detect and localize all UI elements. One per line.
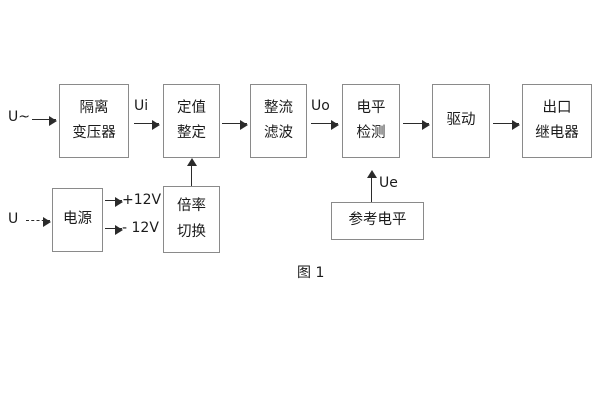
block-reference-level: 参考电平 (331, 202, 424, 240)
block-reference-level-line-1: 参考电平 (348, 212, 407, 229)
block-level-detection-line-1: 电平 (356, 99, 386, 116)
block-rectify-filter-line-2: 滤波 (264, 125, 293, 141)
signal-ui-label: Ui (134, 98, 149, 114)
arrow-input-dc-to-power-supply (26, 216, 51, 227)
arrow-level-detection-to-drive (403, 119, 430, 130)
block-output-relay-line-2: 继电器 (535, 125, 579, 141)
input-ac-label: U~ (8, 109, 30, 125)
figure-caption: 图 1 (297, 265, 325, 281)
block-multiplier-switch-line-2: 切换 (177, 223, 206, 240)
block-setting-value: 定值 整定 (163, 84, 220, 158)
input-dc-label: U (8, 211, 19, 227)
signal-uo-label: Uo (311, 98, 330, 114)
block-isolation-transformer-line-1: 隔离 (79, 99, 109, 116)
arrow-power-supply-negative (105, 224, 123, 235)
block-output-relay-line-1: 出口 (542, 99, 572, 116)
block-multiplier-switch: 倍率 切换 (163, 186, 220, 253)
block-isolation-transformer-line-2: 变压器 (72, 125, 116, 141)
block-setting-value-line-2: 整定 (177, 125, 206, 141)
block-multiplier-switch-line-1: 倍率 (177, 198, 206, 215)
block-power-supply-line-1: 电源 (63, 211, 92, 228)
block-isolation-transformer: 隔离 变压器 (59, 84, 129, 158)
block-output-relay: 出口 继电器 (522, 84, 592, 158)
supply-positive-label: +12V (122, 192, 162, 208)
arrow-input-ac-to-isolation-transformer (32, 115, 57, 126)
block-power-supply: 电源 (52, 188, 103, 252)
block-level-detection: 电平 检测 (342, 84, 400, 158)
arrow-reference-level-to-level-detection (367, 170, 378, 202)
arrow-multiplier-switch-to-setting-value (187, 158, 198, 186)
block-setting-value-line-1: 定值 (177, 99, 206, 116)
arrow-rectify-filter-to-level-detection (311, 119, 339, 130)
arrow-setting-value-to-rectify-filter (222, 119, 248, 130)
arrow-drive-to-output-relay (493, 119, 520, 130)
block-rectify-filter: 整流 滤波 (250, 84, 307, 158)
block-drive-line-1: 驱动 (446, 112, 476, 129)
signal-ue-label: Ue (379, 175, 398, 191)
block-rectify-filter-line-1: 整流 (264, 99, 293, 116)
arrow-isolation-transformer-to-setting-value (134, 119, 160, 130)
arrow-power-supply-positive (105, 196, 123, 207)
block-drive: 驱动 (432, 84, 490, 158)
supply-negative-label: - 12V (122, 220, 159, 236)
block-level-detection-line-2: 检测 (356, 125, 386, 141)
